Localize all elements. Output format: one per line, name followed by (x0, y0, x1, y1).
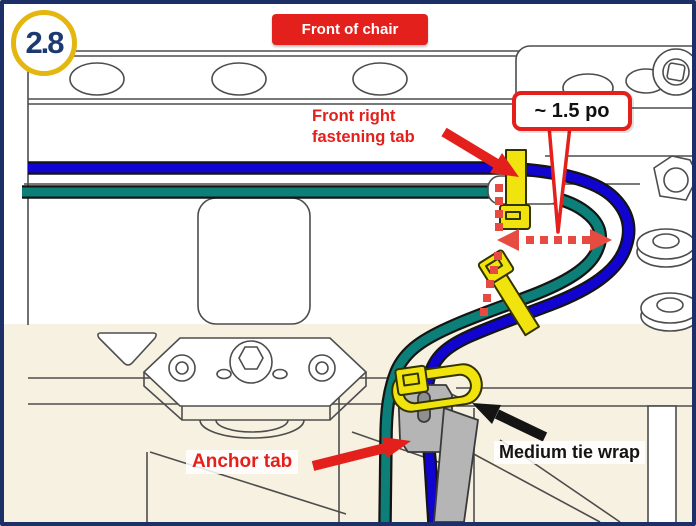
measure-arrow-right (590, 229, 612, 251)
chair-frame-line-art (24, 45, 696, 526)
measurement-value: ~ 1.5 po (534, 99, 610, 122)
red-arrows (311, 127, 519, 471)
step-number-badge: 2.8 (11, 10, 77, 76)
banner-label: Front of chair (301, 21, 399, 38)
fastening-tab-label: Front right fastening tab (312, 107, 415, 146)
fastening-tab-arrow (441, 127, 500, 169)
tie-wrap-arrow (472, 403, 548, 442)
anchor-tab-arrow (311, 443, 387, 471)
center-bolt (229, 340, 273, 384)
anchor-tab-part (397, 384, 479, 523)
triangle-cutout (97, 332, 157, 366)
callout-tail (547, 125, 572, 234)
frame-cutout (197, 197, 311, 325)
step-number: 2.8 (25, 25, 64, 60)
rail-hole (352, 62, 408, 96)
measure-arrow-left (497, 229, 519, 251)
yellow-fasteners (391, 149, 540, 413)
anchor-tab-label: Anchor tab (186, 450, 299, 474)
measurement-callout: ~ 1.5 po (512, 91, 632, 131)
measurement-dotted-line (480, 184, 612, 316)
tie-wrap-label: Medium tie wrap (494, 441, 646, 464)
mechanism-plate (142, 337, 368, 439)
rail-hole (211, 62, 267, 96)
frame-post (647, 405, 677, 526)
rail-hole (69, 62, 125, 96)
front-of-chair-banner: Front of chair (272, 14, 428, 45)
lower-background (4, 324, 692, 522)
medium-tie-wrap (391, 363, 483, 413)
